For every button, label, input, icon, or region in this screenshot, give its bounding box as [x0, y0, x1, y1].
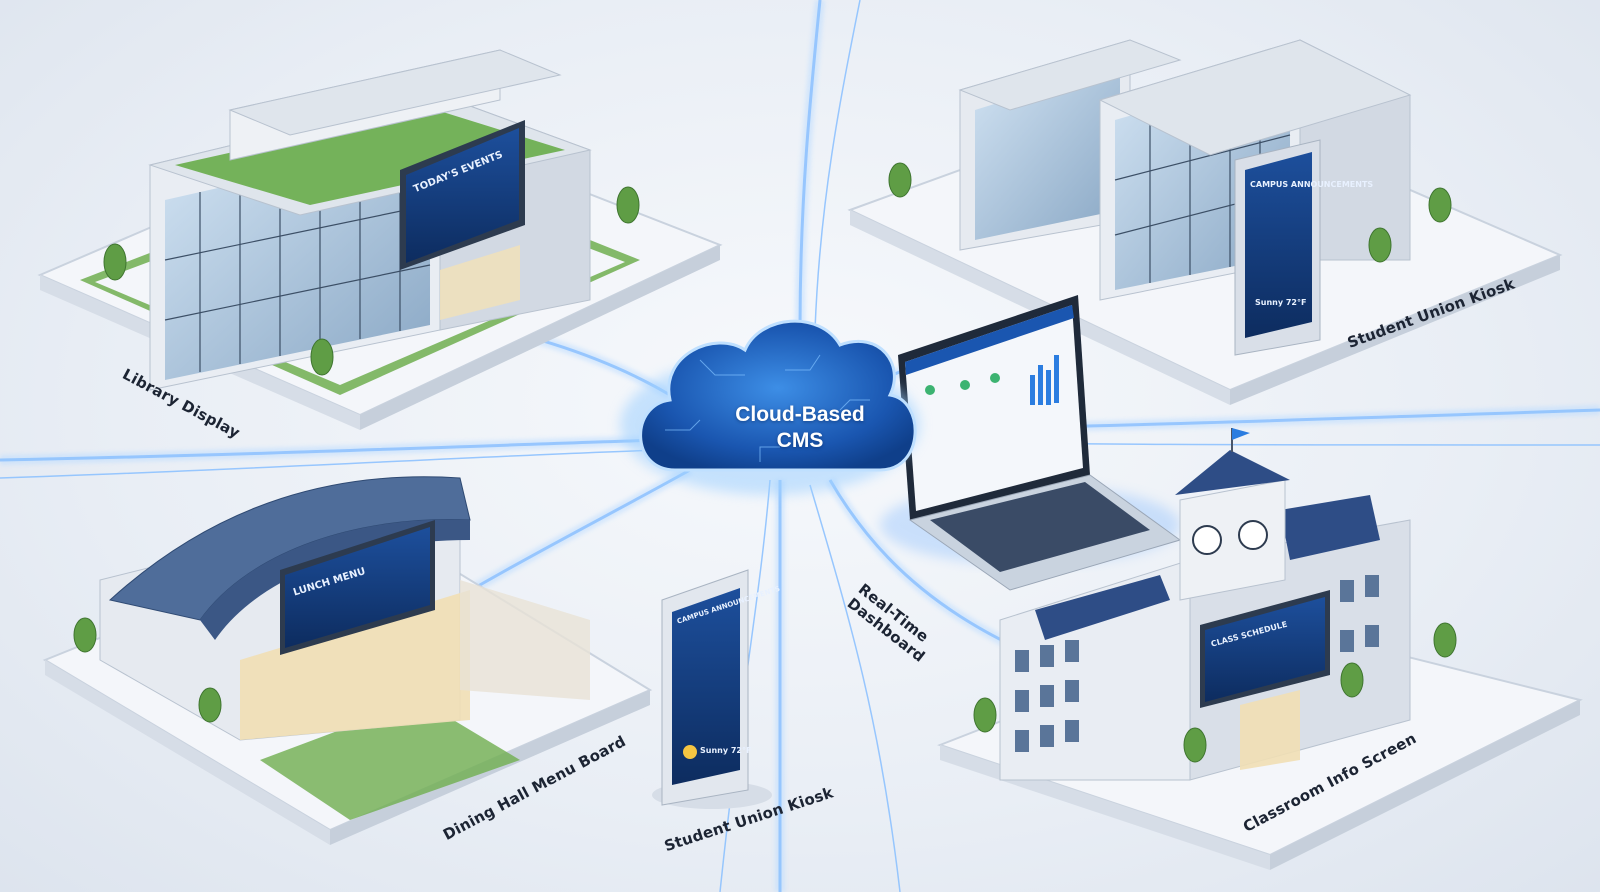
union-screen-title: CAMPUS ANNOUNCEMENTS [1250, 180, 1374, 189]
kiosk-screen [672, 588, 740, 785]
hub-label-line1: Cloud-Based [735, 403, 865, 426]
library-screen [406, 128, 519, 263]
union-kiosk-screen [1245, 152, 1312, 338]
union-weather-text: Sunny 72°F [1255, 298, 1307, 307]
library-building [37, 49, 723, 430]
classroom-building [937, 428, 1583, 870]
menu-screen [285, 527, 430, 648]
kiosk-weather-text: Sunny 72°F [700, 746, 752, 755]
center-kiosk [652, 569, 772, 809]
hub-label-line2: CMS [776, 429, 824, 452]
cloud-hub-icon [620, 319, 920, 495]
hub-label: Cloud-Based CMS [680, 402, 920, 454]
student-union-building [847, 39, 1563, 405]
laptop-dashboard [880, 295, 1182, 591]
classroom-screen [1205, 597, 1325, 702]
dining-hall-building [42, 476, 653, 845]
